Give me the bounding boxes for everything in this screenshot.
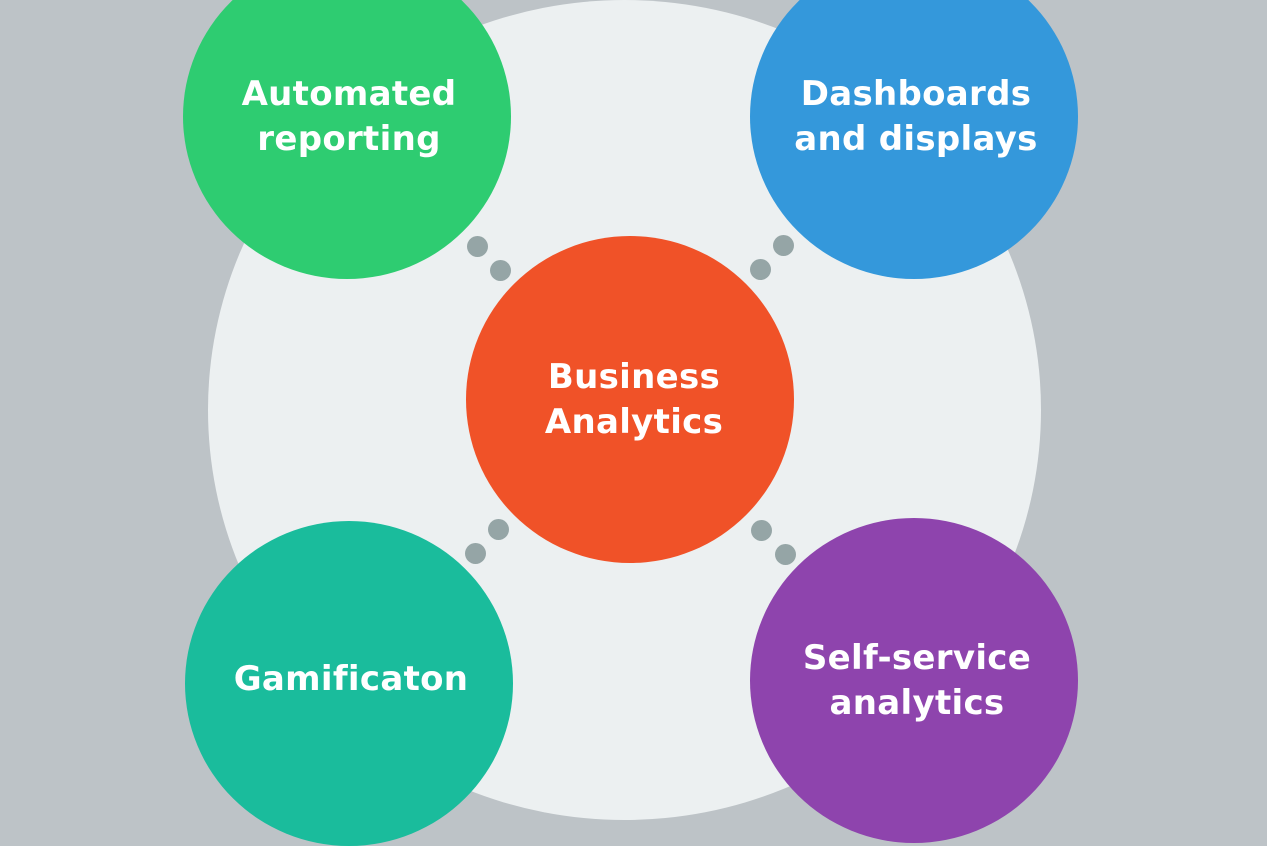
connector-dot xyxy=(465,543,486,564)
connector-dot xyxy=(488,519,509,540)
node-gamification: Gamificaton xyxy=(185,521,513,846)
connector-dot xyxy=(751,520,772,541)
node-label: Gamificaton xyxy=(233,659,469,699)
node-automated-reporting: Automated reporting xyxy=(183,0,511,279)
connector-dot xyxy=(773,235,794,256)
node-self-service-analytics: Self-service analytics xyxy=(750,518,1078,843)
connector-dot xyxy=(775,544,796,565)
connector-dot xyxy=(490,260,511,281)
connector-dot xyxy=(750,259,771,280)
node-business-analytics: Business Analytics xyxy=(466,236,794,563)
node-dashboards-and-displays: Dashboards and displays xyxy=(750,0,1078,279)
center-node-label: Business Analytics xyxy=(544,356,724,442)
node-label: Automated reporting xyxy=(241,73,457,159)
node-label: Self-service analytics xyxy=(802,637,1032,723)
connector-dot xyxy=(467,236,488,257)
node-label: Dashboards and displays xyxy=(794,73,1038,159)
